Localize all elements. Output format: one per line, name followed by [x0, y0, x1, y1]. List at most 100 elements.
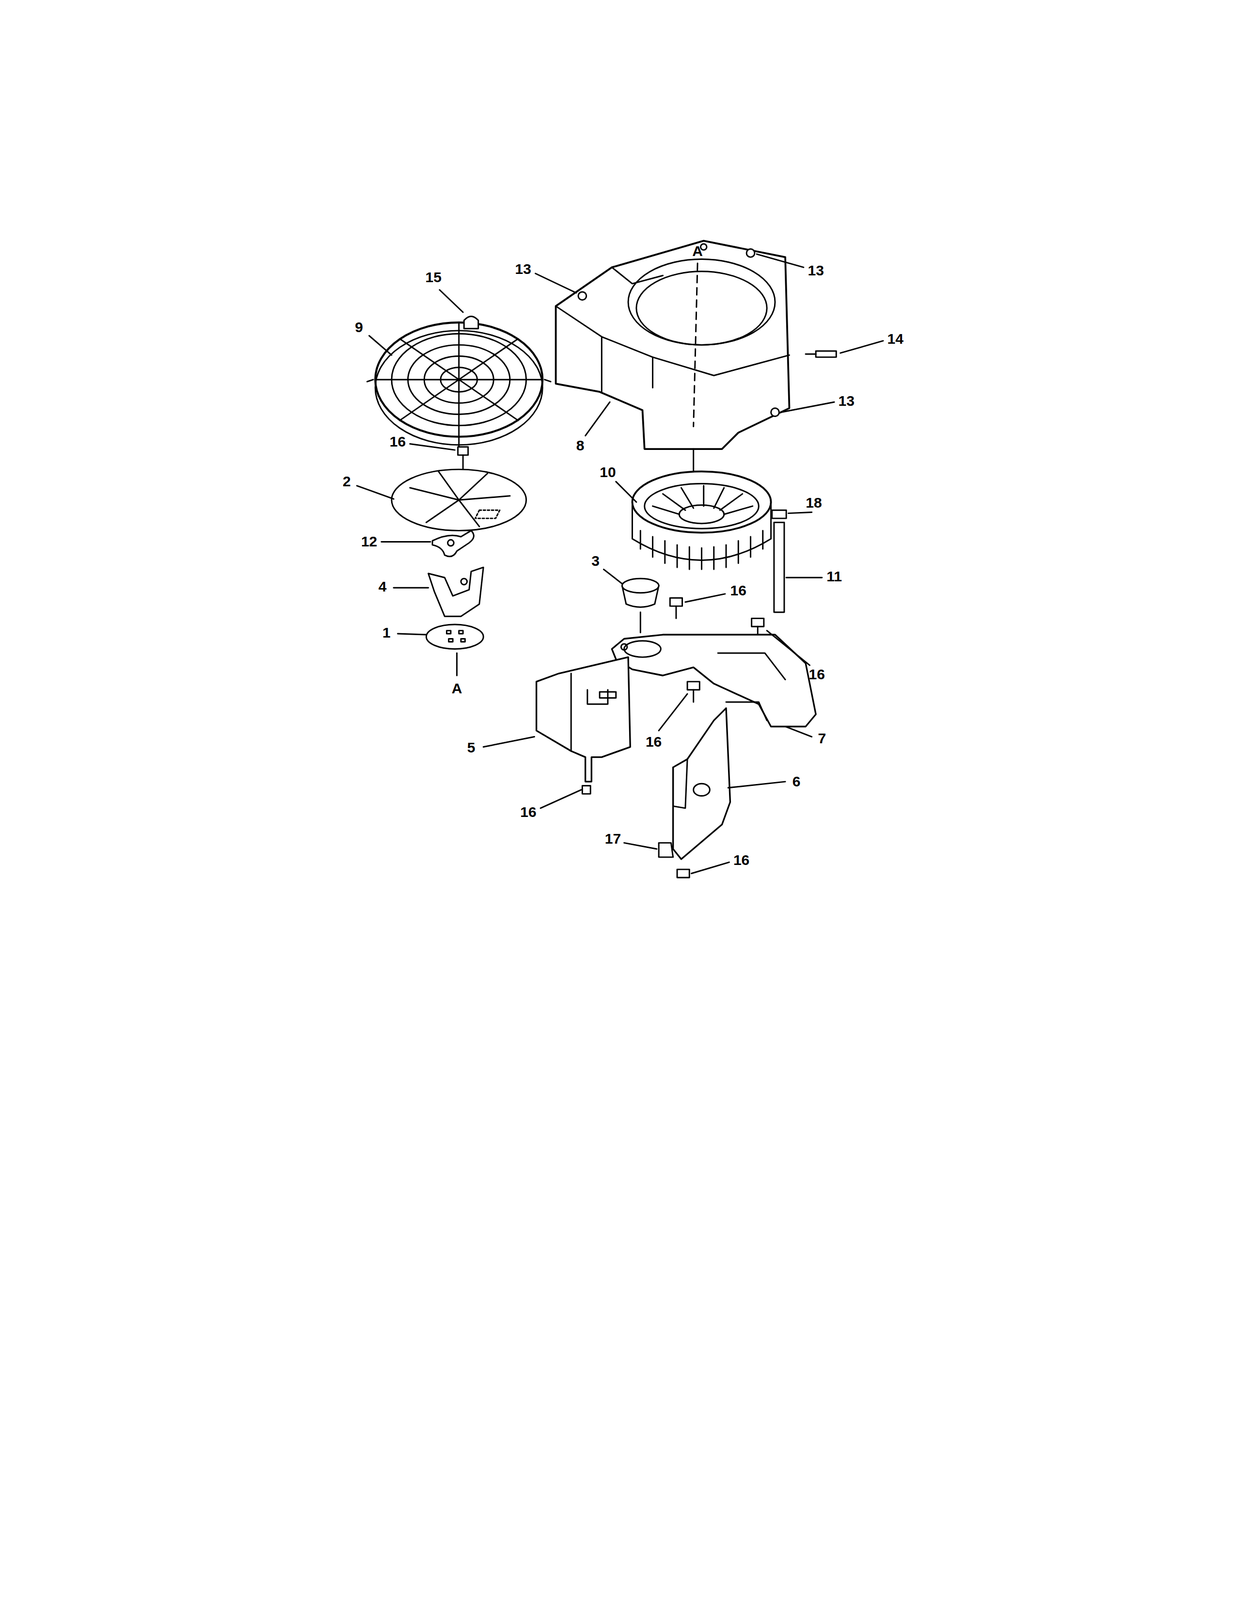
drawing-stroke — [636, 271, 767, 346]
callout-number: 11 — [826, 569, 842, 584]
bolt — [458, 446, 469, 470]
drawing-stroke — [692, 448, 695, 472]
drawing-stroke — [578, 291, 587, 301]
drawing-stroke — [658, 693, 688, 731]
drawing-stroke — [356, 485, 394, 499]
spacer-plate — [432, 530, 474, 556]
drawing-stroke — [555, 305, 653, 392]
drawing-stroke — [766, 630, 810, 666]
callout-number: 12 — [361, 534, 378, 549]
drawing-stroke — [785, 726, 812, 737]
drawing-stroke — [675, 605, 677, 618]
drawing-stroke — [483, 736, 535, 747]
drawing-stroke — [393, 586, 429, 589]
drawing-stroke — [805, 353, 816, 355]
drawing-stroke — [456, 652, 458, 676]
baffle-plate — [611, 634, 816, 727]
cylinder-shroud — [536, 656, 631, 794]
drawing-stroke — [639, 612, 642, 633]
drawing-stroke — [356, 240, 884, 878]
drawing-stroke — [599, 691, 617, 698]
callout-number: 16 — [733, 852, 750, 868]
plug — [658, 842, 690, 878]
callout-number: 6 — [792, 774, 801, 789]
callout-number: 13 — [808, 263, 824, 278]
drawing-stroke — [771, 408, 780, 417]
nut — [463, 316, 478, 329]
drawing-stroke — [693, 783, 711, 796]
callout-number: A — [692, 243, 703, 259]
drawing-stroke — [815, 350, 837, 358]
drawing-stroke — [632, 471, 771, 533]
callout-number: 5 — [467, 740, 476, 755]
callout-number: 4 — [378, 579, 387, 594]
drawing-stroke — [673, 708, 731, 859]
drawing-stroke — [679, 505, 725, 524]
drawing-stroke — [366, 379, 551, 449]
drawing-stroke — [620, 643, 628, 650]
drawing-stroke — [652, 485, 753, 515]
drawing-stroke — [460, 638, 465, 642]
drawing-stroke — [774, 522, 785, 613]
drawing-stroke — [410, 443, 456, 450]
drawing-stroke — [611, 634, 816, 727]
drawing-stroke — [555, 240, 790, 449]
callout-number: 1 — [382, 625, 391, 640]
drawing-stroke — [685, 593, 726, 603]
callout-number: 16 — [645, 734, 662, 749]
callout-number: 16 — [520, 804, 537, 820]
callout-number: 10 — [599, 464, 616, 480]
screw — [578, 249, 837, 417]
drawing-stroke — [640, 530, 763, 570]
drawing-stroke — [658, 842, 673, 857]
drawing-stroke — [644, 483, 760, 529]
drawing-stroke — [691, 861, 729, 873]
cylinder-shroud — [673, 708, 731, 859]
callout-number: A — [451, 681, 463, 696]
drawing-stroke — [717, 652, 786, 721]
cup — [621, 578, 659, 607]
drawing-stroke — [536, 656, 631, 782]
drawing-stroke — [624, 842, 657, 849]
drawing-stroke — [475, 509, 500, 519]
drawing-stroke — [426, 624, 484, 650]
drawing-stroke — [463, 316, 478, 329]
drawing-stroke — [781, 401, 835, 412]
drawing-stroke — [369, 335, 392, 355]
drawing-stroke — [788, 512, 812, 514]
callout-number: 17 — [604, 831, 621, 846]
drawing-stroke — [570, 673, 608, 751]
drawing-stroke — [652, 354, 790, 376]
callout-number: 13 — [838, 393, 855, 409]
drawing-stroke — [692, 689, 695, 702]
drawing-stroke — [751, 618, 764, 627]
drawing-stroke — [397, 633, 427, 635]
drawing-stroke — [603, 569, 623, 584]
callout-number: 16 — [730, 583, 747, 598]
drawing-stroke — [756, 253, 804, 268]
drawing-stroke — [381, 540, 431, 543]
drawing-stroke — [624, 640, 662, 658]
drawing-stroke — [728, 781, 786, 788]
callout-number: 16 — [389, 434, 406, 449]
callout-number: 8 — [576, 438, 585, 453]
drawing-stroke — [410, 471, 510, 527]
callout-number: 7 — [817, 730, 826, 746]
drawing-stroke — [460, 578, 468, 585]
drawing-stroke — [447, 539, 455, 546]
stud — [772, 509, 787, 612]
drawing-stroke — [439, 289, 463, 313]
drawing-stroke — [462, 455, 464, 470]
drawing-stroke — [446, 630, 451, 634]
drawing-stroke — [786, 576, 823, 579]
drawing-stroke — [391, 469, 527, 531]
rotating-screen — [366, 322, 551, 449]
drawing-stroke — [746, 249, 755, 258]
drawing-stroke — [840, 340, 884, 353]
flywheel — [632, 471, 771, 570]
callout-number: 3 — [591, 553, 600, 569]
drawing-stroke — [448, 638, 453, 642]
drawing-stroke — [585, 401, 610, 436]
drawing-stroke — [673, 759, 688, 809]
drawing-stroke — [432, 530, 474, 556]
